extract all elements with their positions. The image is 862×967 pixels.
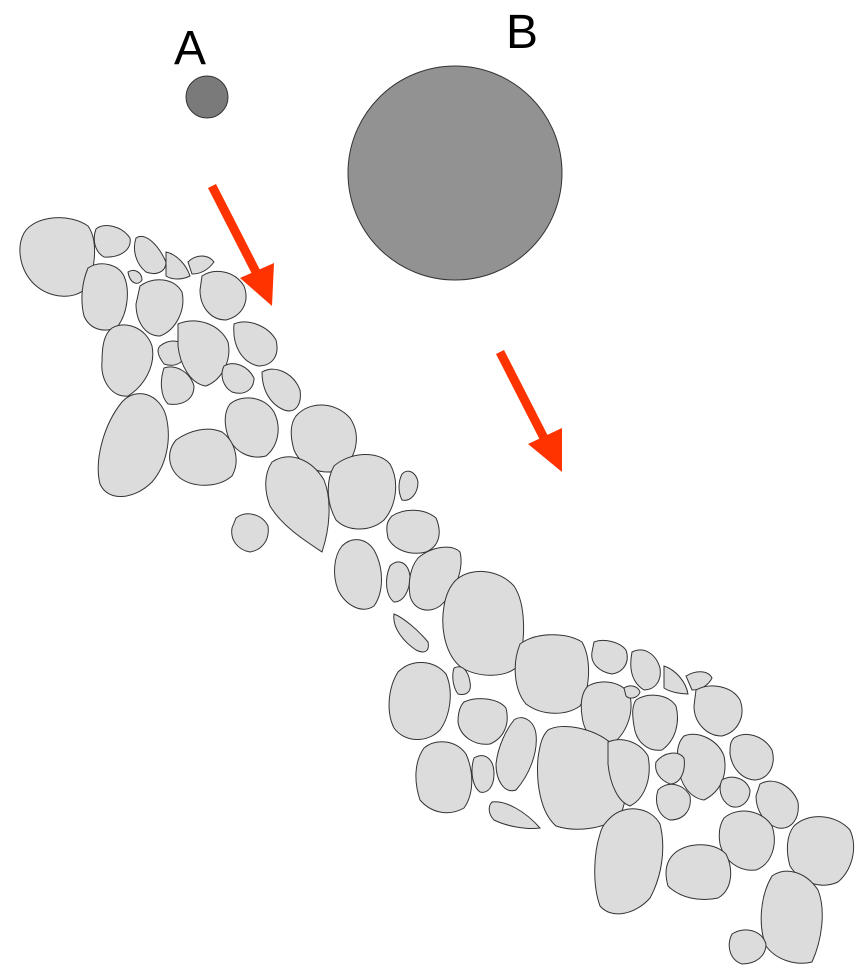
stone — [693, 685, 743, 737]
stone — [265, 456, 330, 553]
stone — [386, 509, 440, 554]
stone — [199, 270, 247, 321]
stone — [632, 694, 678, 751]
stone — [656, 783, 691, 821]
stone — [514, 634, 590, 714]
arrow-b — [495, 349, 562, 472]
stone — [471, 755, 495, 793]
stone — [81, 263, 128, 331]
stone — [452, 666, 471, 695]
stone — [537, 726, 627, 830]
stone — [101, 324, 154, 397]
label-a: A — [174, 22, 206, 75]
stone — [393, 613, 429, 653]
stone — [594, 808, 664, 915]
stone — [728, 929, 767, 965]
stone — [488, 801, 541, 829]
stone — [591, 639, 628, 675]
stone — [729, 734, 774, 781]
stone — [135, 279, 184, 337]
stone — [655, 752, 685, 785]
stone — [233, 321, 278, 367]
stone — [165, 251, 191, 280]
stone — [224, 397, 279, 458]
stone — [663, 665, 689, 695]
stone — [388, 662, 451, 740]
stone — [630, 649, 661, 691]
stone — [97, 393, 169, 497]
stone — [334, 539, 382, 610]
stone-band — [19, 217, 854, 965]
stone — [457, 698, 508, 745]
small-sphere-a — [185, 75, 229, 119]
stone — [760, 870, 823, 964]
stone — [495, 717, 537, 792]
stone — [442, 570, 525, 676]
stone — [327, 453, 397, 530]
stone — [93, 225, 131, 258]
arrow-a — [207, 183, 274, 306]
stone — [718, 810, 775, 871]
label-b: B — [506, 6, 538, 59]
stone — [415, 741, 473, 814]
stone — [607, 739, 650, 807]
stone — [386, 561, 411, 603]
stone — [398, 470, 419, 501]
stone — [786, 816, 854, 886]
stone — [665, 844, 732, 900]
stone — [623, 685, 641, 699]
stone — [231, 513, 269, 553]
stone — [719, 776, 751, 808]
stone — [160, 366, 195, 405]
stone — [221, 363, 255, 394]
stone — [169, 428, 237, 486]
large-sphere-b — [347, 65, 563, 281]
stone — [127, 269, 143, 284]
stone — [133, 236, 167, 275]
stone — [755, 780, 799, 829]
stone — [261, 368, 301, 412]
stone — [187, 255, 215, 275]
